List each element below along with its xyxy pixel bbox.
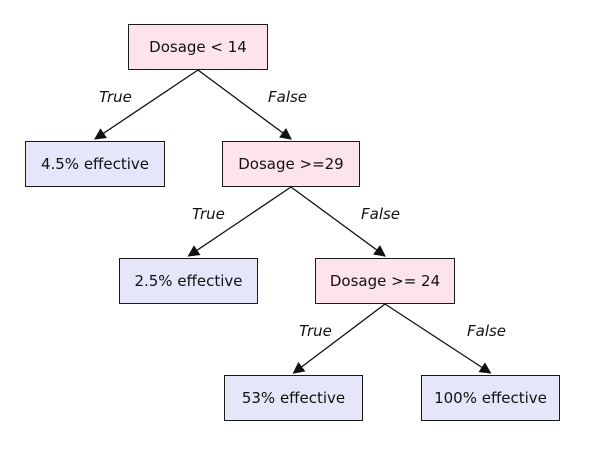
edge-split24-to-leaf3	[292, 303, 386, 374]
edge-label-split24-to-leaf3: True	[299, 322, 332, 340]
edge-root-to-split29	[197, 69, 292, 140]
decision-node-root: Dosage < 14	[128, 24, 268, 70]
decision-node-split29: Dosage >=29	[222, 141, 360, 187]
leaf-node-leaf1: 4.5% effective	[25, 141, 165, 187]
edge-split24-to-leaf4	[384, 303, 492, 374]
edge-root-to-leaf1	[94, 69, 199, 140]
leaf-node-leaf2: 2.5% effective	[119, 258, 258, 304]
edge-label-split29-to-split24: False	[361, 205, 401, 223]
edge-split29-to-split24	[290, 186, 386, 257]
edge-label-root-to-split29: False	[268, 88, 308, 106]
leaf-node-leaf3: 53% effective	[224, 375, 363, 421]
leaf-node-leaf4: 100% effective	[421, 375, 560, 421]
decision-node-split24: Dosage >= 24	[315, 258, 455, 304]
edge-label-split24-to-leaf4: False	[467, 322, 507, 340]
edge-label-split29-to-leaf2: True	[192, 205, 225, 223]
edge-label-root-to-leaf1: True	[99, 88, 132, 106]
edge-split29-to-leaf2	[187, 186, 292, 257]
